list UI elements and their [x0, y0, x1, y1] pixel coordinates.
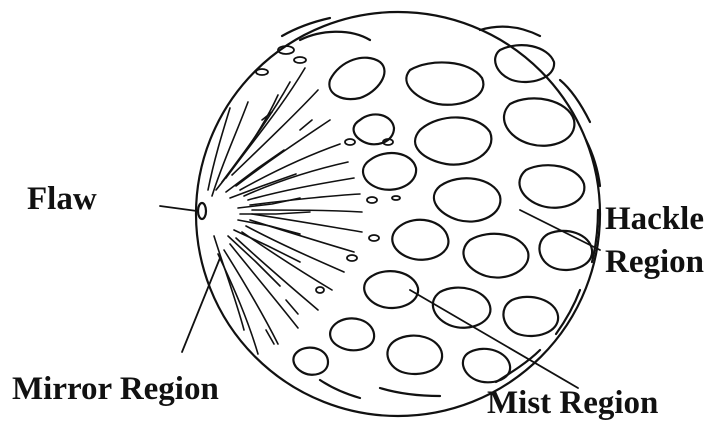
mirror-region-label: Mirror Region — [12, 373, 219, 406]
mist-region-label: Mist Region — [487, 387, 658, 420]
hackle-label-line1: Hackle — [605, 203, 704, 236]
flaw-label: Flaw — [27, 183, 97, 216]
mist-region-striations — [208, 68, 362, 354]
flaw-leader-line — [160, 206, 197, 211]
hackle-region-cells — [282, 18, 600, 398]
mirror-leader-line — [182, 258, 220, 352]
hackle-label-line2: Region — [605, 246, 704, 279]
flaw-origin-mark — [198, 203, 206, 219]
hackle-leader-line — [520, 210, 600, 250]
